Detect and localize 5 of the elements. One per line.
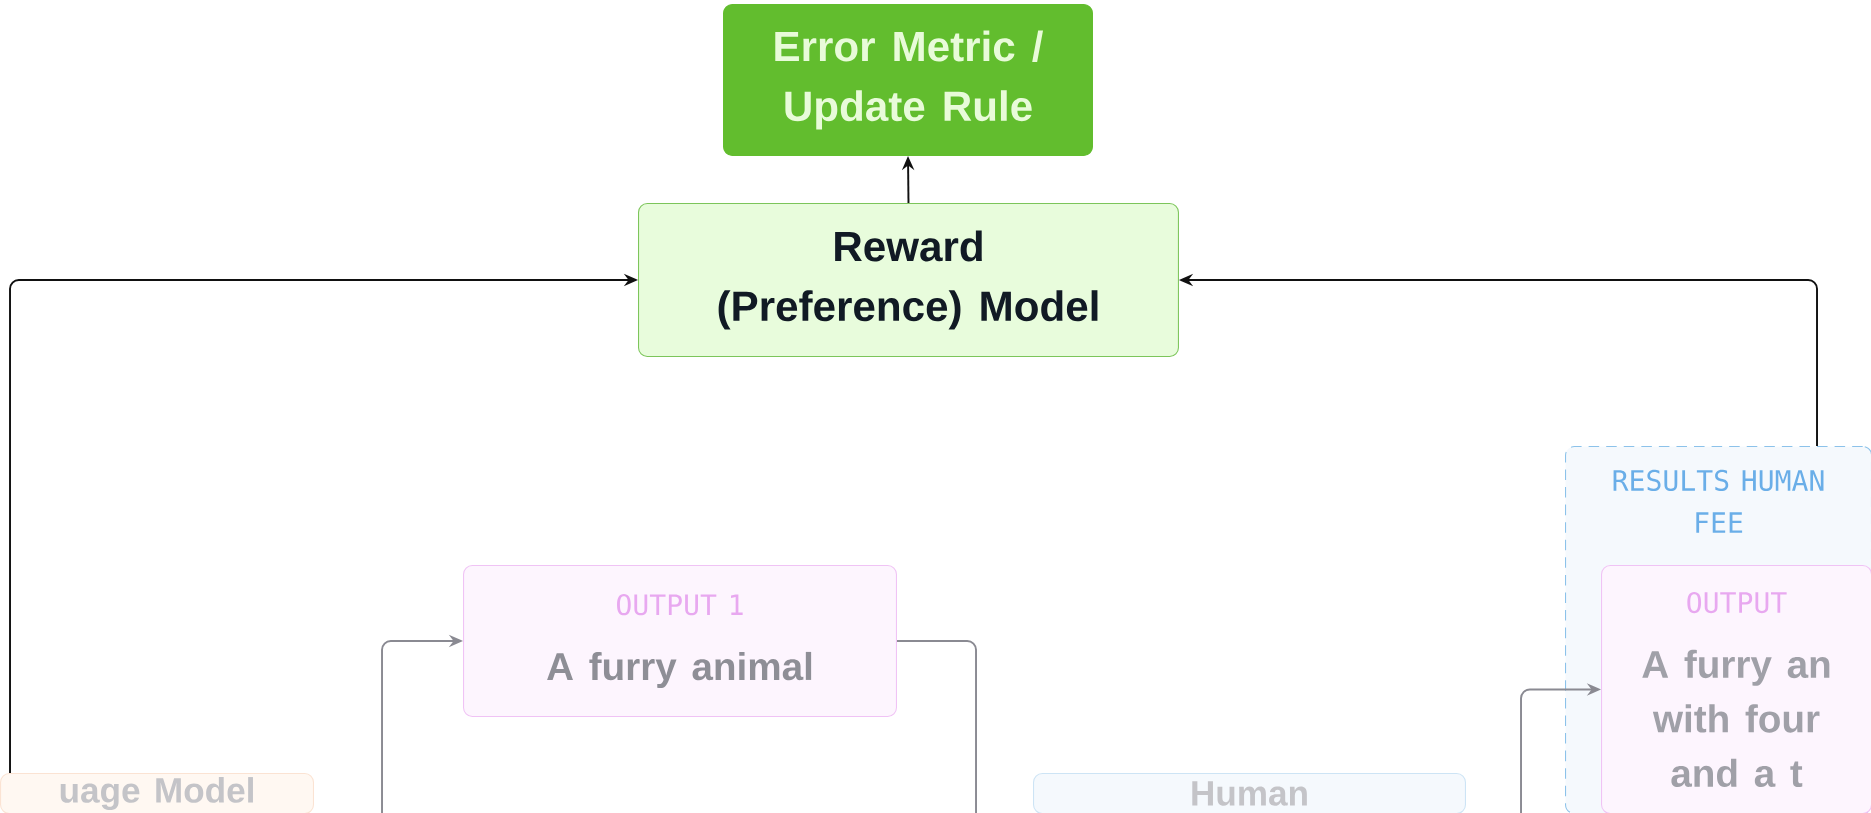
filled-box: Error Metric / Update Rule (723, 4, 1093, 156)
process-box: Reward (Preference) Model (638, 203, 1179, 357)
output-box: OUTPUT 1 A furry animal (463, 565, 897, 717)
output-box: OUTPUT A furry an with four and a t (1601, 565, 1871, 813)
process-box: uage Model (0, 773, 314, 813)
